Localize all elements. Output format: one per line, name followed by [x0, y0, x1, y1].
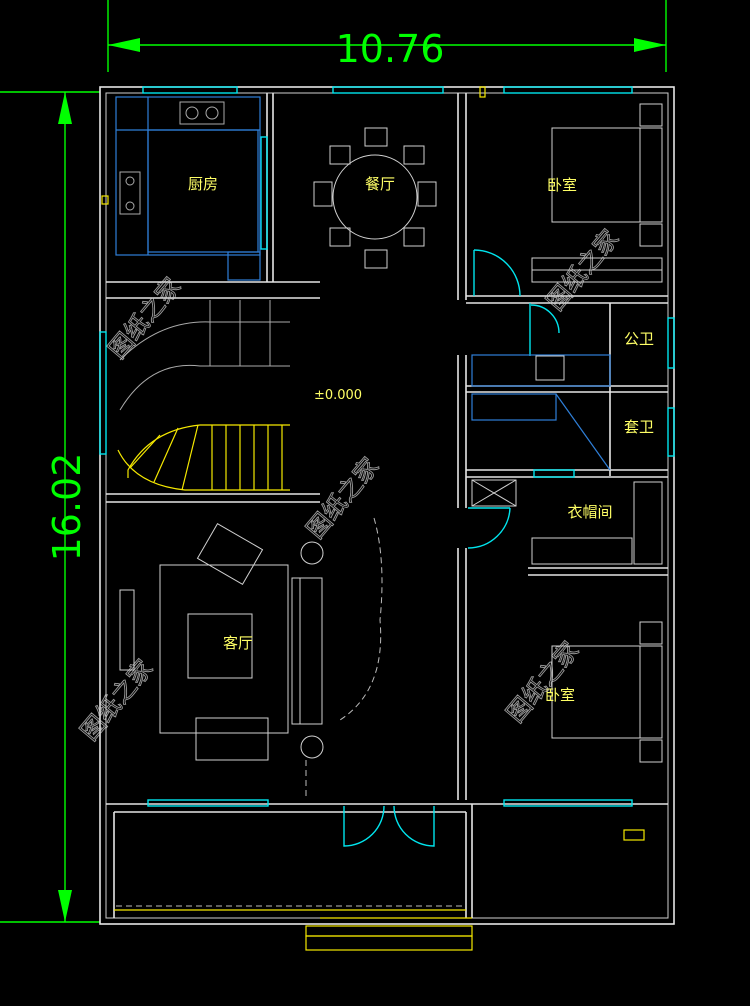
dim-arrow-bottom	[58, 890, 72, 922]
dining-table	[313, 127, 437, 269]
watermark: 图纸之家	[103, 272, 186, 364]
room-label-bedroom-bottom: 卧室	[545, 686, 575, 704]
bedroom-top-furniture	[531, 103, 663, 283]
watermark: 图纸之家	[301, 452, 384, 544]
room-label-bedroom-top: 卧室	[547, 176, 577, 194]
dim-arrow-left	[108, 38, 140, 52]
depth-dimension: 16.02	[45, 453, 89, 562]
interior-walls	[106, 93, 668, 918]
windows	[99, 86, 675, 807]
room-label-living: 客厅	[223, 634, 253, 652]
staircase	[117, 300, 290, 491]
room-label-dining: 餐厅	[365, 175, 395, 193]
kitchen-fixtures	[101, 96, 261, 281]
watermark: 图纸之家	[75, 654, 158, 746]
dim-arrow-top	[58, 92, 72, 124]
width-dimension: 10.76	[336, 27, 445, 71]
front-steps	[114, 905, 473, 951]
room-label-public-bath: 公卫	[624, 330, 654, 348]
room-label-master-bath: 套卫	[624, 418, 654, 436]
cloakroom-fixtures	[471, 479, 663, 565]
room-label-kitchen: 厨房	[188, 175, 218, 193]
dimension-lines	[0, 0, 667, 923]
dim-arrow-right	[634, 38, 666, 52]
bathroom-fixtures	[471, 354, 611, 471]
watermark: 图纸之家	[501, 636, 584, 728]
bedroom-bottom-furniture	[551, 621, 663, 841]
doors	[343, 86, 560, 847]
room-label-cloakroom: 衣帽间	[567, 503, 612, 521]
elevation-mark: ±0.000	[314, 388, 362, 403]
living-room-furniture	[119, 517, 383, 800]
